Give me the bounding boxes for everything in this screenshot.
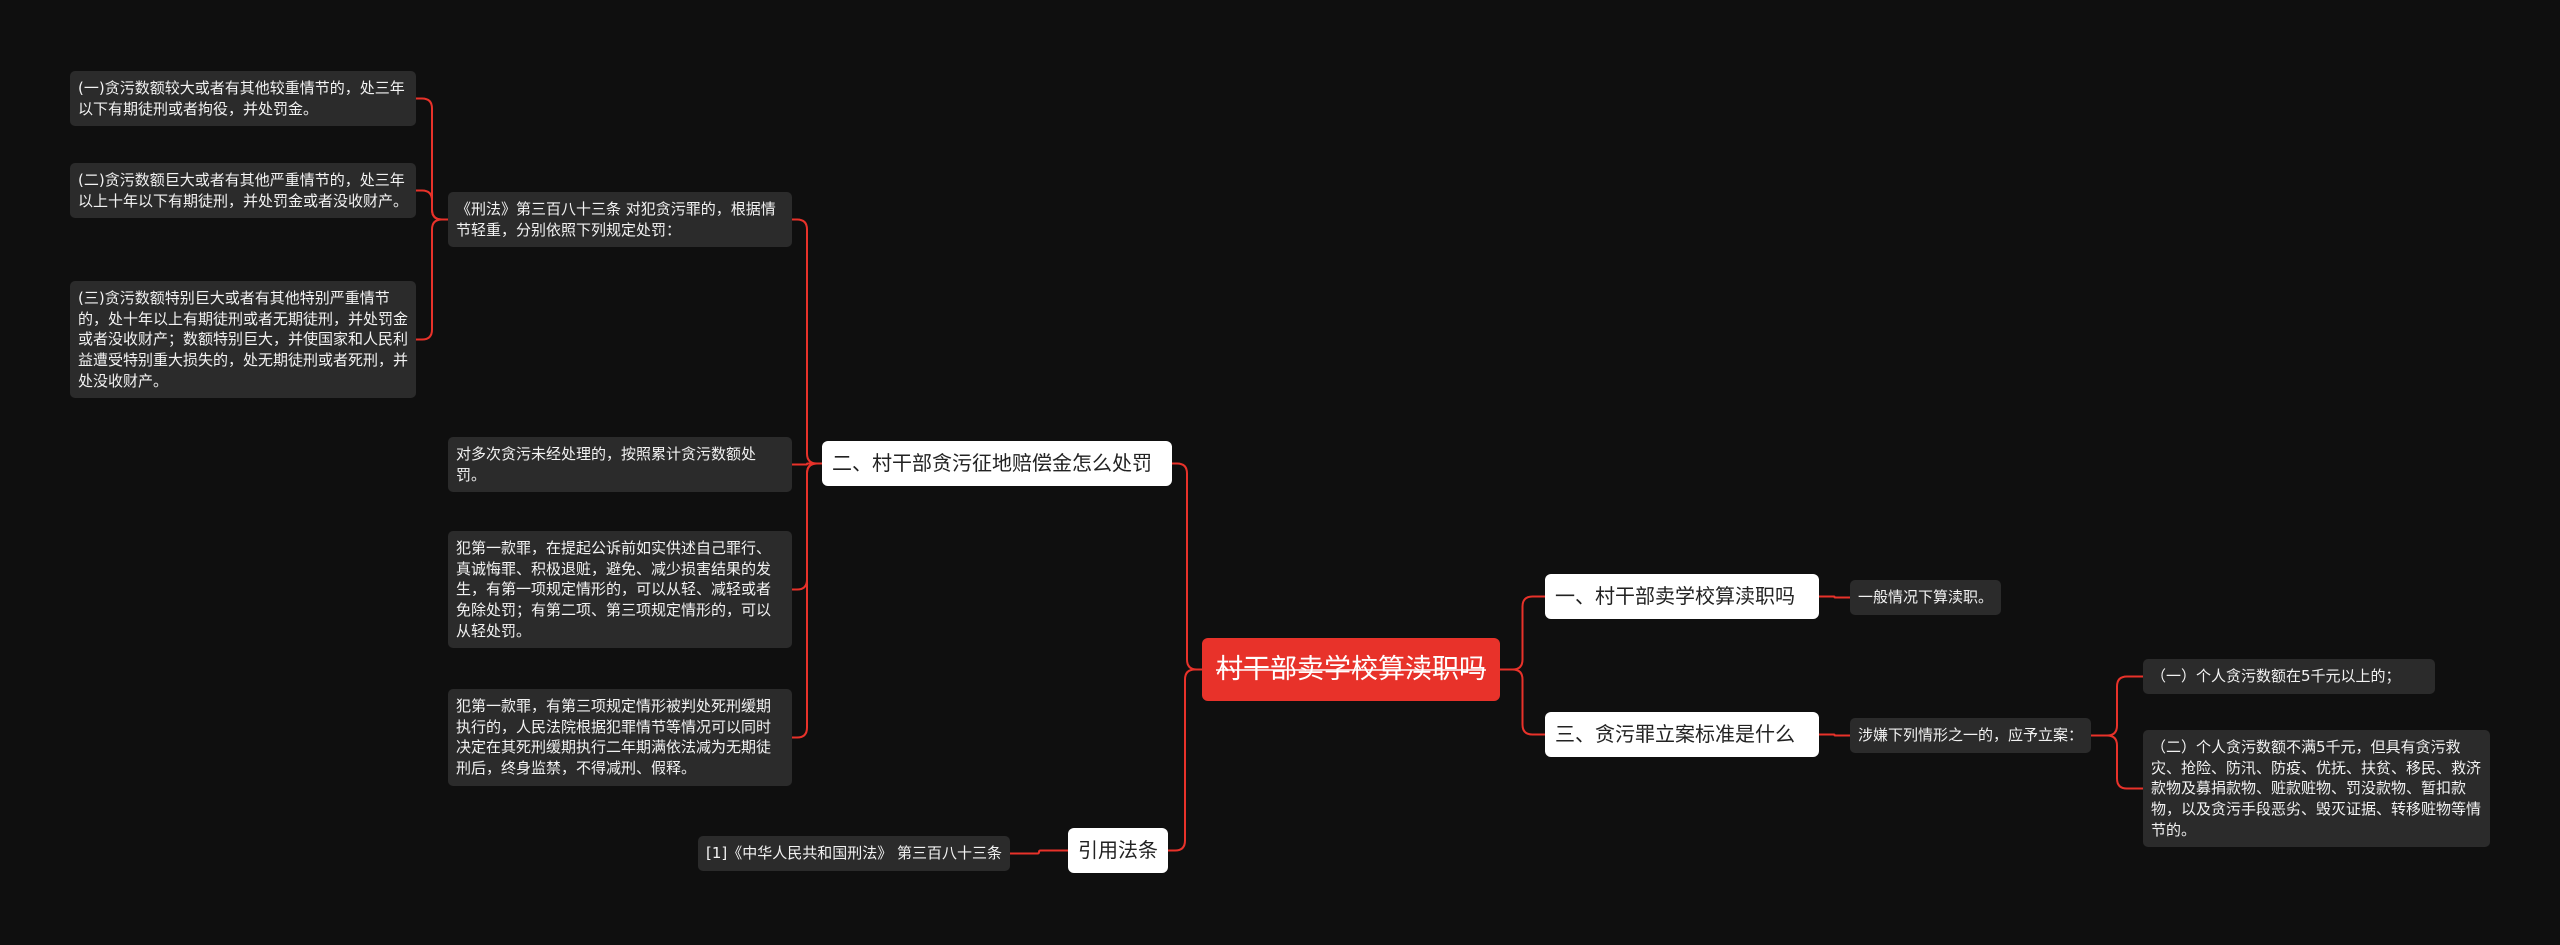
link-b3-item2	[2091, 734, 2143, 790]
branch-chufa[interactable]: 二、村干部贪污征地赔偿金怎么处罚	[822, 441, 1172, 486]
branch-renzhi[interactable]: 一、村干部卖学校算渎职吗	[1545, 574, 1819, 619]
leaf-congqing-chufa[interactable]: 犯第一款罪，在提起公诉前如实供述自己罪行、真诚悔罪、积极退赃，避免、减少损害结果…	[448, 531, 792, 649]
leaf-xingfa-citation[interactable]: [1]《中华人民共和国刑法》 第三百八十三条	[698, 836, 1011, 871]
leaf-clause-2[interactable]: (二)贪污数额巨大或者有其他严重情节的，处三年以上十年以下有期徒刑，并处罚金或者…	[70, 163, 416, 219]
branch-lian-biaozhun[interactable]: 三、贪污罪立案标准是什么	[1545, 712, 1819, 757]
link-root-b2	[1172, 462, 1202, 671]
link-b3-item1	[2091, 675, 2143, 737]
link-b1-leaf	[1819, 595, 1850, 599]
leaf-lian-qingxing[interactable]: 涉嫌下列情形之一的，应予立案：	[1850, 718, 2092, 753]
link-b4-citation	[1010, 849, 1068, 855]
link-root-b4	[1168, 668, 1202, 852]
link-b2-jianjin	[792, 462, 822, 739]
branch-yinyong-fatiao[interactable]: 引用法条	[1068, 828, 1168, 873]
link-root-b1	[1500, 595, 1545, 671]
leaf-lian-item-2[interactable]: （二）个人贪污数额不满5千元，但具有贪污救灾、抢险、防汛、防疫、优抚、扶贫、移民…	[2143, 730, 2490, 848]
leaf-leiji-tanwu[interactable]: 对多次贪污未经处理的，按照累计贪污数额处罚。	[448, 437, 792, 493]
leaf-yiban-qingkuang[interactable]: 一般情况下算渎职。	[1850, 580, 2002, 615]
link-b3-leaf	[1819, 733, 1850, 737]
leaf-clause-1[interactable]: (一)贪污数额较大或者有其他较重情节的，处三年以下有期徒刑或者拘役，并处罚金。	[70, 71, 416, 127]
link-xingfa-clause3	[416, 218, 448, 341]
leaf-xingfa-383[interactable]: 《刑法》第三百八十三条 对犯贪污罪的，根据情节轻重，分别依照下列规定处罚：	[448, 192, 792, 248]
link-b2-xingfa	[792, 218, 822, 465]
root-topic[interactable]: 村干部卖学校算渎职吗	[1202, 638, 1500, 702]
link-xingfa-clause2	[416, 189, 448, 221]
leaf-lian-item-1[interactable]: （一）个人贪污数额在5千元以上的；	[2143, 659, 2435, 694]
leaf-clause-3[interactable]: (三)贪污数额特别巨大或者有其他特别严重情节的，处十年以上有期徒刑或者无期徒刑，…	[70, 281, 416, 399]
link-b2-leiji	[792, 462, 822, 466]
link-root-b3	[1500, 668, 1545, 736]
leaf-zhongshen-jianjin[interactable]: 犯第一款罪，有第三项规定情形被判处死刑缓期执行的，人民法院根据犯罪情节等情况可以…	[448, 689, 792, 786]
